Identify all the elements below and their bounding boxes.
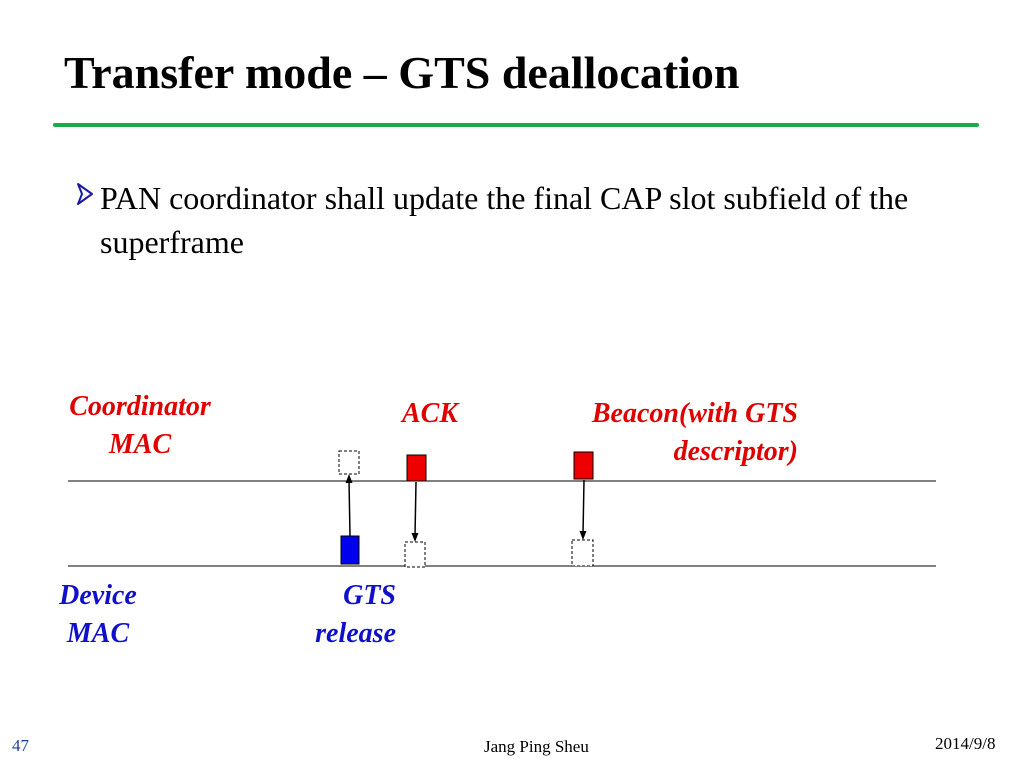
coordinator-mac-label: Coordinator MAC: [50, 388, 230, 464]
beacon-frame: [573, 451, 594, 480]
device-ack-slot: [404, 541, 426, 568]
title-underline: [53, 123, 979, 127]
ack-arrow: [414, 481, 417, 537]
arrow-bullet-icon: [77, 183, 93, 205]
coordinator-gts-request-slot: [338, 450, 360, 475]
coordinator-label-line1: Coordinator: [69, 391, 211, 422]
device-label-line2: MAC: [66, 618, 130, 649]
gts-release-arrow: [348, 479, 351, 537]
coordinator-label-line2: MAC: [108, 429, 172, 460]
beacon-label-line2: descriptor): [673, 436, 798, 467]
slide-title: Transfer mode – GTS deallocation: [64, 47, 740, 98]
bullet-text: PAN coordinator shall update the final C…: [100, 180, 909, 260]
beacon-label-line1: Beacon(with GTS: [591, 398, 798, 429]
ack-frame: [406, 454, 427, 482]
ack-label: ACK: [402, 398, 459, 429]
gts-release-frame: [340, 535, 360, 565]
device-label-line1: Device: [59, 580, 137, 611]
gts-release-label-line2: release: [315, 618, 396, 649]
footer-date: 2014/9/8: [935, 734, 996, 753]
page-number: 47: [12, 736, 29, 755]
gts-release-label-line1: GTS: [343, 580, 396, 611]
beacon-label: Beacon(with GTS descriptor): [530, 395, 798, 471]
device-mac-label: Device MAC: [38, 577, 158, 653]
gts-release-label: GTS release: [280, 577, 396, 653]
footer-author: Jang Ping Sheu: [484, 737, 589, 756]
device-beacon-slot: [571, 539, 594, 567]
beacon-arrow: [582, 479, 585, 535]
